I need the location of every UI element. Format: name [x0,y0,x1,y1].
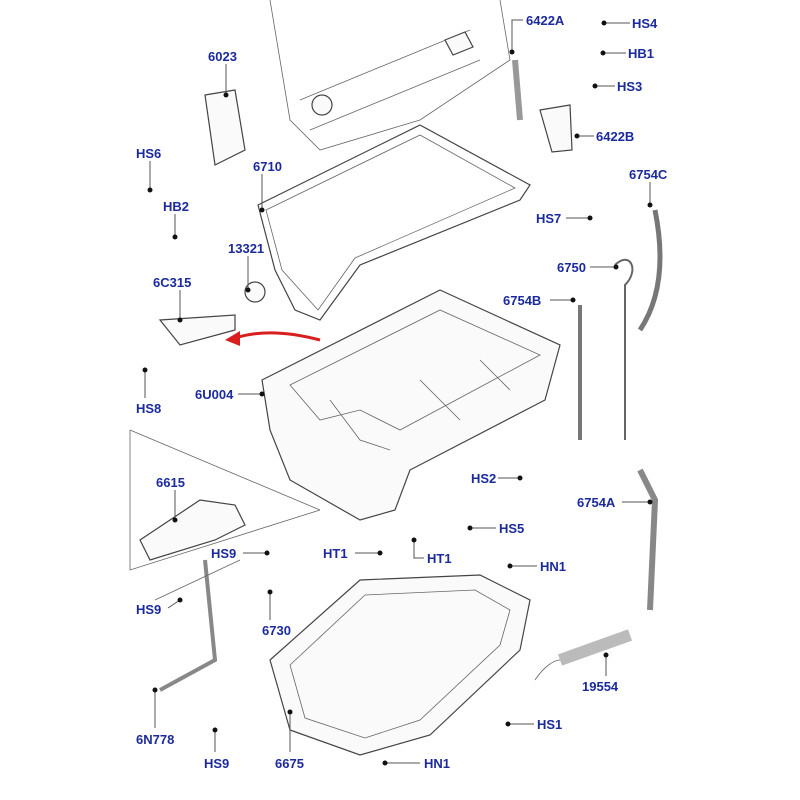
seal-13321 [244,281,266,303]
dipstick-6750 [614,258,634,440]
part-label: 6C315 [153,275,191,290]
pickup-tube-6615 [139,499,246,561]
oil-pan-gasket [257,124,531,321]
pcv-6422B [539,104,573,153]
part-label: HS9 [211,546,236,561]
part-label: HN1 [540,559,566,574]
part-label: 6754C [629,167,668,182]
part-label: HS5 [499,521,524,536]
part-label: 6730 [262,623,291,638]
part-label: HT1 [427,551,452,566]
leader-lines [142,19,653,766]
red-arrow-icon [234,331,321,342]
part-label: 6023 [208,49,237,64]
part-label: HS8 [136,401,161,416]
part-label: HS7 [536,211,561,226]
tube-19554 [557,629,633,666]
part-label: HS9 [136,602,161,617]
dipstick-tube-6754A [637,468,659,611]
part-label: 6U004 [195,387,234,402]
part-label: 6675 [275,756,304,771]
lower-oil-pan [269,574,531,756]
red-arrowhead-icon [225,331,240,346]
part-label: HT1 [323,546,348,561]
pickup-pipe-6N778 [159,559,218,692]
sensor-6C315 [158,314,236,346]
part-label: HS9 [204,756,229,771]
pcv-6422A [512,59,523,121]
part-label: 19554 [582,679,619,694]
part-label: HB2 [163,199,189,214]
part-label: 6750 [557,260,586,275]
part-label: 6422B [596,129,634,144]
part-label: HS4 [632,16,658,31]
part-label: 6615 [156,475,185,490]
part-label: HB1 [628,46,654,61]
bracket-6023 [204,89,246,166]
part-label: 6710 [253,159,282,174]
part-label: 6754A [577,495,616,510]
part-label: HS2 [471,471,496,486]
part-label: 13321 [228,241,264,256]
part-label: HS3 [617,79,642,94]
part-label: 6N778 [136,732,174,747]
part-label: HS6 [136,146,161,161]
engine-block-outline [269,0,511,151]
dipstick-tube-6754C [637,209,663,332]
part-label: HN1 [424,756,450,771]
part-label: 6754B [503,293,541,308]
upper-oil-pan [261,289,561,521]
part-label: 6422A [526,13,565,28]
part-label: HS1 [537,717,562,732]
